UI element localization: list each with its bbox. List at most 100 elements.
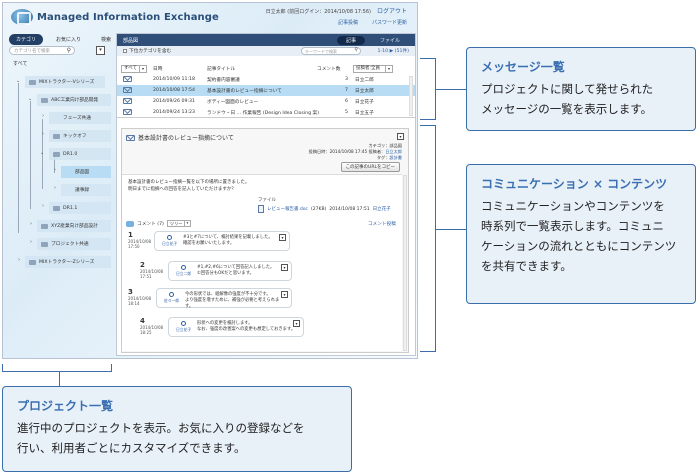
tree-all[interactable]: すべて <box>13 61 28 67</box>
chevron-right-icon[interactable]: › <box>30 239 32 245</box>
include-sub-checkbox[interactable] <box>123 49 127 53</box>
tree-node[interactable]: プロジェクト共通 <box>37 238 111 250</box>
tree-node[interactable]: ABC工業向け部品開発 <box>37 94 111 106</box>
tree-node-selected[interactable]: 部品図 <box>61 166 111 178</box>
tree-node[interactable]: キックオフ <box>49 130 111 142</box>
column-comments[interactable]: コメント数 <box>317 67 341 72</box>
copy-url-button[interactable]: この記事のURLをコピー <box>340 162 400 172</box>
chevron-right-icon[interactable]: › <box>42 113 44 119</box>
user-icon <box>181 321 187 326</box>
tree-node[interactable]: MIXトラクター-Zシリーズ <box>25 256 111 268</box>
tag-link[interactable]: 設計書 <box>389 155 402 160</box>
logo-icon <box>11 9 33 25</box>
chevron-right-icon[interactable]: › <box>30 221 32 227</box>
comment-menu-button[interactable]: ▾ <box>293 320 300 327</box>
user-info: 日立太郎 (前回ログイン：2014/10/08 17:56)ログアウト <box>265 8 407 15</box>
comment-bubble: 日立花子 #3と#7について、検討結果を記載しました。確認をお願いいたします。 … <box>154 231 290 251</box>
folder-icon <box>29 259 36 265</box>
poster-link[interactable]: 日立太郎 <box>385 149 402 154</box>
comment-bar: コメント (7) ツリー▾ コメント投稿 <box>126 220 396 227</box>
chevron-down-icon[interactable]: ⌄ <box>28 96 33 102</box>
password-update-link[interactable]: パスワード更新 <box>371 20 407 26</box>
app-window: Managed Information Exchange 日立太郎 (前回ログイ… <box>2 2 418 359</box>
folder-icon <box>41 97 48 103</box>
attachment: レビュー報告書.doc (27KB) 2014/10/08 17:51 日立花子 <box>258 205 391 213</box>
user-icon <box>181 265 187 270</box>
comment-menu-button[interactable]: ▾ <box>279 234 286 241</box>
tab-search[interactable]: 検索 <box>101 37 112 43</box>
comment-menu-button[interactable]: ▾ <box>281 291 288 298</box>
folder-icon <box>53 133 60 139</box>
document-icon <box>258 205 264 213</box>
callout-comm-contents: コミュニケーション × コンテンツ コミュニケーションやコンテンツを 時系列で一… <box>466 164 696 304</box>
tree-node[interactable]: 議事録 <box>61 184 111 196</box>
chevron-right-icon[interactable]: › <box>42 131 44 137</box>
poster-filter-select[interactable]: 投稿者:全員▾ <box>353 65 393 73</box>
comment-bubble: 佐々一郎 今の形状では、組解像の強度が不十分です。より強度を増すために、補強が必… <box>156 288 292 309</box>
category-menu-button[interactable]: ▾ <box>96 46 105 55</box>
list-scrollbar[interactable] <box>409 76 413 116</box>
mail-icon <box>126 134 135 141</box>
tree-node[interactable]: MIXトラクター-Vシリーズ <box>25 76 105 88</box>
app-title: Managed Information Exchange <box>37 11 219 23</box>
main-panel: 部品図 記事 ファイル 下位カテゴリを含む キーワードで検索⚲ 1-10 ▶ (… <box>116 33 416 356</box>
sidebar-tabs: カテゴリ お気に入り 検索 <box>9 34 118 45</box>
chevron-down-icon[interactable]: ⌄ <box>40 150 45 156</box>
tab-articles[interactable]: 記事 <box>336 36 365 45</box>
file-link[interactable]: レビュー報告書.doc <box>267 207 309 212</box>
column-date[interactable]: 日時 <box>153 67 163 72</box>
article-detail: 基本設計書のレビュー指摘について ▾ カテゴリ：部品図 投稿日時：2014/10… <box>121 128 409 353</box>
app-logo[interactable]: Managed Information Exchange <box>11 9 219 25</box>
mail-icon <box>123 98 132 104</box>
chevron-right-icon[interactable]: › <box>18 257 20 263</box>
tree-node[interactable]: フェーズ共通 <box>49 112 111 124</box>
comment-item: 3 2014/10/08 18:14 <box>128 288 152 306</box>
chevron-down-icon[interactable]: ⌄ <box>16 78 21 84</box>
folder-icon <box>29 79 36 85</box>
folder-icon <box>41 223 48 229</box>
category-title: 部品図 <box>123 38 139 44</box>
post-comment-link[interactable]: コメント投稿 <box>367 221 396 227</box>
mail-icon <box>123 109 132 115</box>
category-header: 部品図 記事 ファイル <box>117 34 415 46</box>
logout-link[interactable]: ログアウト <box>376 8 407 15</box>
article-menu-button[interactable]: ▾ <box>397 133 404 140</box>
tab-files[interactable]: ファイル <box>379 38 400 44</box>
comment-bubble: 日立花子 形状への変更を検討します。なお、強度の改善案への変更も想定しておきます… <box>168 317 304 337</box>
chevron-right-icon[interactable]: › <box>54 185 56 191</box>
comment-menu-button[interactable]: ▾ <box>281 264 288 271</box>
filter-bar: 下位カテゴリを含む キーワードで検索⚲ 1-10 ▶ (51件) <box>117 46 415 56</box>
mail-icon <box>123 87 132 93</box>
keyword-search-input[interactable]: キーワードで検索⚲ <box>301 47 361 55</box>
folder-icon <box>53 205 60 211</box>
article-body: 基本設計書のレビュー指摘一覧を以下の場所に置きました。 明日までに指摘への回答を… <box>122 174 402 351</box>
type-filter-select[interactable]: すべて▾ <box>121 65 147 73</box>
comment-view-select[interactable]: ツリー▾ <box>166 220 191 227</box>
file-user-link[interactable]: 日立花子 <box>372 207 391 212</box>
tab-category[interactable]: カテゴリ <box>9 34 44 45</box>
chevron-right-icon[interactable]: › <box>42 203 44 209</box>
folder-icon <box>41 241 48 247</box>
category-search-input[interactable]: カテゴリ名で検索 ⚲ <box>9 46 75 55</box>
tree-node[interactable]: DR1.1 <box>49 202 111 214</box>
search-icon[interactable]: ⚲ <box>66 47 71 54</box>
comment-item: 2 2014/10/08 17:51 <box>140 261 164 279</box>
callout-projects: プロジェクト一覧 進行中のプロジェクトを表示。お気に入りの登録などを 行い、利用… <box>2 386 352 472</box>
chevron-right-icon[interactable]: › <box>54 167 56 173</box>
tab-favorites[interactable]: お気に入り <box>56 37 82 43</box>
tree-node[interactable]: XYZ産業向け部品設計 <box>37 220 111 232</box>
pager[interactable]: 1-10 ▶ (51件) <box>377 49 409 54</box>
tree-node[interactable]: DR1.0 <box>49 148 111 160</box>
detail-scrollbar[interactable] <box>403 175 407 351</box>
column-title[interactable]: 記事タイトル <box>207 67 236 72</box>
connector-line <box>436 89 466 90</box>
post-article-link[interactable]: 記事投稿 <box>337 20 358 26</box>
search-icon[interactable]: ⚲ <box>354 47 358 53</box>
article-meta: カテゴリ：部品図 投稿日時：2014/10/08 17:45 投稿者：日立太郎 … <box>308 143 402 160</box>
header-links: 記事投稿 パスワード更新 <box>338 19 407 26</box>
